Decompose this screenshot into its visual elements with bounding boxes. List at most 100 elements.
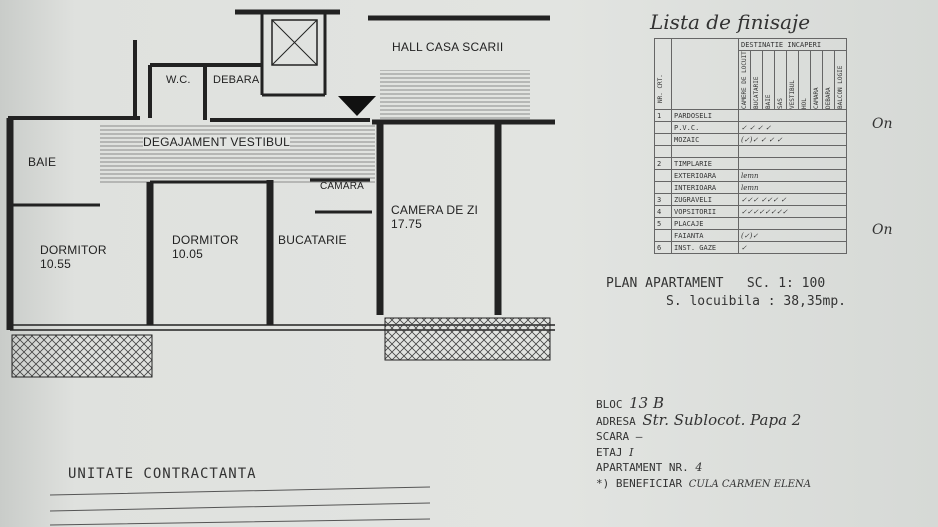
room-area: 10.55	[40, 257, 72, 271]
row-marks: ✓ ✓ ✓ ✓	[738, 121, 847, 134]
room-baie: BAIE	[28, 155, 57, 169]
column-header: BALCON LOGIE	[834, 50, 847, 110]
beneficiar-label: *) BENEFICIAR	[596, 476, 683, 490]
apartment-form: BLOC 13 B ADRESA Str. Sublocot. Papa 2 S…	[596, 394, 811, 493]
row-number	[654, 145, 672, 158]
contractor-label: UNITATE CONTRACTANTA	[68, 466, 257, 482]
finishes-table: NR. CRT. DESTINATIE INCAPERI CAMERE DE LO…	[654, 38, 847, 254]
room-camara: CAMARA	[320, 181, 364, 192]
column-header: BUCATARIE	[750, 50, 763, 110]
row-number	[654, 229, 672, 242]
floor-plan	[6, 9, 555, 378]
etaj-value: I	[629, 445, 634, 459]
column-header: VESTIBUL	[786, 50, 799, 110]
column-label: BAIE	[765, 94, 772, 109]
column-label: VESTIBUL	[789, 80, 796, 109]
beneficiar-row: *) BENEFICIAR CULA CARMEN ELENA	[596, 476, 811, 493]
row-number	[654, 169, 672, 182]
nr-header: NR. CRT.	[657, 74, 664, 103]
row-label	[671, 145, 739, 158]
bloc-value: 13 B	[629, 394, 665, 412]
row-marks: lemn	[738, 169, 847, 182]
finish-row: MOZAIC (✓)✓ ✓ ✓ ✓	[654, 133, 847, 146]
column-header: CAMERE DE LOCUIT	[738, 50, 751, 110]
row-number: 1	[654, 109, 672, 122]
room-name: CAMERA DE ZI	[391, 203, 479, 217]
beneficiar-value: CULA CARMEN ELENA	[688, 478, 811, 490]
address-label: ADRESA	[596, 414, 636, 428]
room-area: 10.05	[172, 247, 204, 261]
bloc-row: BLOC 13 B	[596, 394, 811, 413]
apt-value: 4	[695, 461, 703, 474]
row-number: 6	[654, 241, 672, 254]
apt-row: APARTAMENT NR. 4	[596, 460, 811, 476]
row-marks	[738, 217, 847, 230]
plan-title: PLAN APARTAMENT SC. 1: 100	[606, 276, 825, 291]
row-number: 4	[654, 205, 672, 218]
row-label: TIMPLARIE	[671, 157, 739, 170]
column-header: HOL	[798, 50, 811, 110]
row-number: 5	[654, 217, 672, 230]
room-name: DORMITOR	[172, 233, 239, 247]
apt-label: APARTAMENT NR.	[596, 461, 689, 474]
row-label: P.V.C.	[671, 121, 739, 134]
etaj-label: ETAJ	[596, 445, 623, 459]
row-label: INST. GAZE	[671, 241, 739, 254]
row-number	[654, 133, 672, 146]
note: On	[872, 222, 893, 238]
row-number	[654, 121, 672, 134]
scara-row: SCARA —	[596, 429, 811, 445]
column-label: CAMERE DE LOCUIT	[741, 51, 748, 109]
row-label: FAIANTA	[671, 229, 739, 242]
row-number	[654, 181, 672, 194]
room-degajament: DEGAJAMENT VESTIBUL	[143, 135, 290, 149]
row-marks: ✓✓✓✓✓✓✓✓	[738, 205, 847, 218]
column-header: CAMARA	[810, 50, 823, 110]
row-label: VOPSITORII	[671, 205, 739, 218]
row-label: EXTERIOARA	[671, 169, 739, 182]
group-header: DESTINATIE INCAPERI	[738, 38, 847, 51]
column-header: DEBARA	[822, 50, 835, 110]
room-area: 17.75	[391, 217, 423, 231]
column-label: DEBARA	[825, 87, 832, 109]
finishes-title: Lista de finisaje	[650, 10, 811, 34]
room-wc: W.C.	[166, 74, 191, 86]
row-marks: (✓)✓ ✓ ✓ ✓	[738, 133, 847, 146]
finish-row	[654, 145, 847, 158]
finish-row: P.V.C.✓ ✓ ✓ ✓	[654, 121, 847, 134]
row-label: PARDOSELI	[671, 109, 739, 122]
row-marks	[738, 145, 847, 158]
row-label: PLACAJE	[671, 217, 739, 230]
etaj-row: ETAJ I	[596, 445, 811, 461]
column-label: BALCON LOGIE	[837, 65, 844, 109]
address-row: ADRESA Str. Sublocot. Papa 2	[596, 412, 811, 430]
room-hall: HALL CASA SCARII	[392, 40, 504, 54]
row-number: 3	[654, 193, 672, 206]
scara-label: SCARA	[596, 430, 630, 443]
row-marks: ✓✓✓ ✓✓✓ ✓	[738, 193, 847, 206]
column-header: SAS	[774, 50, 787, 110]
column-header: BAIE	[762, 50, 775, 110]
plan-area: S. locuibila : 38,35mp.	[666, 294, 847, 309]
row-marks	[738, 157, 847, 170]
row-label: ZUGRAVELI	[671, 193, 739, 206]
row-marks: ✓	[738, 241, 847, 254]
room-bucatarie: BUCATARIE	[278, 233, 347, 247]
finish-row: FAIANTA (✓)✓	[654, 229, 847, 242]
row-label: INTERIOARA	[671, 181, 739, 194]
room-name: DORMITOR	[40, 243, 107, 257]
note: On	[872, 116, 893, 132]
plan-title-text: PLAN APARTAMENT	[606, 276, 724, 291]
room-debara: DEBARA	[213, 74, 260, 86]
